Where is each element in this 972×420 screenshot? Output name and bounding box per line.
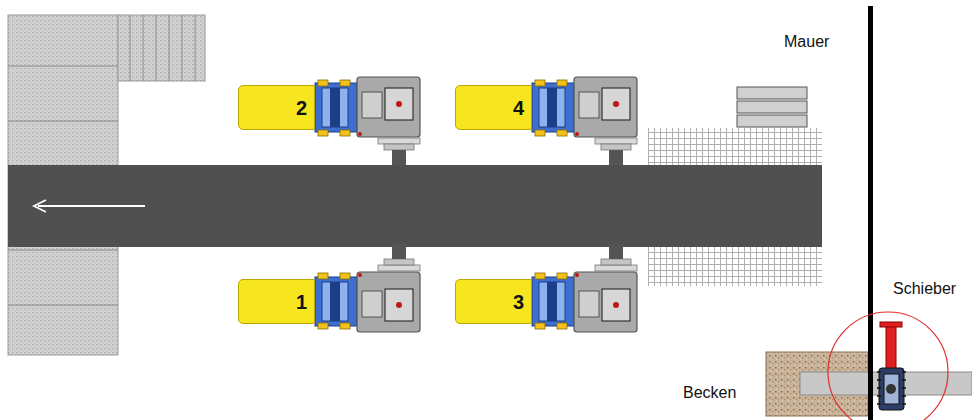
flow-arrow — [34, 200, 145, 212]
conveyor-belt — [8, 165, 822, 247]
machine-body: 2 — [238, 85, 315, 130]
wall — [868, 6, 873, 420]
callout-number: 1 — [289, 292, 314, 312]
part-label: Mauer — [784, 33, 829, 51]
machine-symbol — [315, 244, 420, 332]
machine-symbol — [532, 244, 637, 332]
gate-valve — [877, 322, 906, 410]
machine-symbol — [532, 77, 637, 165]
machine-body: 3 — [455, 279, 532, 324]
callout-number: 2 — [289, 98, 314, 118]
part-label: Becken — [683, 384, 736, 402]
machine-body: 4 — [455, 85, 532, 130]
plate-stack — [737, 87, 807, 127]
machine-body: 1 — [238, 279, 315, 324]
callout-number: 3 — [506, 292, 531, 312]
highlight-circle — [828, 312, 948, 420]
machine-symbol — [315, 77, 420, 165]
callout-number: 4 — [506, 98, 531, 118]
part-label: Schieber — [893, 280, 956, 298]
